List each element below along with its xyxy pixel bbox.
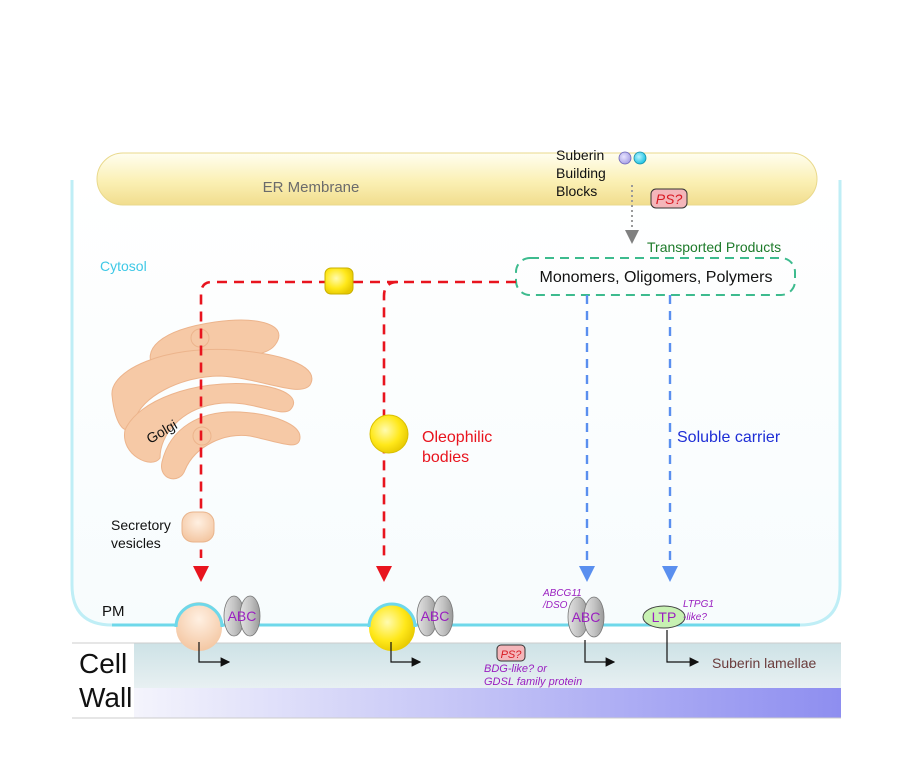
abc-transporter-left	[223, 595, 261, 637]
export-arrow-2-icon	[390, 642, 422, 667]
suberin-lamellae-label: Suberin lamellae	[712, 655, 816, 671]
abc-transporter-middle	[416, 595, 454, 637]
abc-right-label: ABC	[572, 609, 601, 625]
oleophilic-body-icon	[369, 414, 409, 454]
secretory-label-2: vesicles	[111, 535, 161, 551]
suberin-label-2: Building	[556, 165, 606, 181]
ps-bottom-label: PS?	[501, 649, 523, 661]
golgi-apparatus	[111, 319, 313, 480]
ps-bottom-box	[496, 644, 526, 662]
fused-vesicle-left-icon	[176, 602, 222, 651]
blue-arrowhead-abc-icon	[579, 566, 595, 582]
er-membrane-label: ER Membrane	[263, 179, 360, 196]
er-membrane	[96, 152, 818, 206]
oleophilic-label-1: Oleophilic	[422, 429, 492, 446]
ltpg1-label-2: -like?	[683, 612, 707, 623]
monomers-label: Monomers, Oligomers, Polymers	[540, 269, 773, 286]
abc-middle-label: ABC	[421, 608, 450, 624]
secretory-vesicle-icon	[181, 511, 215, 543]
ps-top-box	[650, 188, 688, 209]
yellow-capsule-icon	[324, 267, 354, 295]
transported-products-label: Transported Products	[647, 239, 781, 255]
abc-left-label: ABC	[228, 608, 257, 624]
ltp-icon	[642, 605, 686, 629]
transported-products-box	[515, 257, 796, 296]
export-arrow-icon	[625, 230, 639, 244]
ps-top-label: PS?	[656, 191, 683, 207]
oleophilic-label-2: bodies	[422, 449, 469, 466]
secretory-label-1: Secretory	[111, 517, 171, 533]
cell-label: Cell	[79, 648, 127, 679]
export-arrow-1-icon	[198, 642, 231, 667]
cell-wall-upper	[134, 643, 841, 688]
fused-vesicle-left-rim	[174, 602, 224, 628]
bdg-label-1: BDG-like? or	[484, 663, 548, 675]
export-arrow-3-icon	[584, 640, 616, 667]
cytosol-label: Cytosol	[100, 258, 147, 274]
fused-oleophilic-rim	[367, 602, 417, 628]
red-path-oleophilic-route	[382, 280, 399, 558]
suberin-label-1: Suberin	[556, 147, 604, 163]
wall-label: Wall	[79, 682, 132, 713]
ltpg1-label-1: LTPG1	[683, 599, 714, 610]
abc-transporter-right	[567, 596, 605, 638]
red-arrowhead-left-icon	[193, 566, 209, 582]
pm-label: PM	[102, 603, 125, 620]
red-arrowhead-right-icon	[376, 566, 392, 582]
blue-arrowhead-ltp-icon	[662, 566, 678, 582]
red-path-golgi-route	[199, 280, 516, 558]
building-block-cyan-icon	[633, 151, 647, 165]
abcg11-label-2: /DSO	[542, 600, 568, 611]
fused-oleophilic-icon	[369, 603, 415, 651]
ltp-label: LTP	[652, 609, 677, 625]
suberin-label-3: Blocks	[556, 183, 597, 199]
soluble-carrier-label: Soluble carrier	[677, 429, 781, 446]
building-block-purple-icon	[618, 151, 632, 165]
export-arrow-4-icon	[666, 630, 700, 667]
bdg-label-2: GDSL family protein	[484, 676, 582, 688]
cell-wall-lower	[134, 688, 841, 718]
abcg11-label-1: ABCG11	[542, 588, 582, 599]
